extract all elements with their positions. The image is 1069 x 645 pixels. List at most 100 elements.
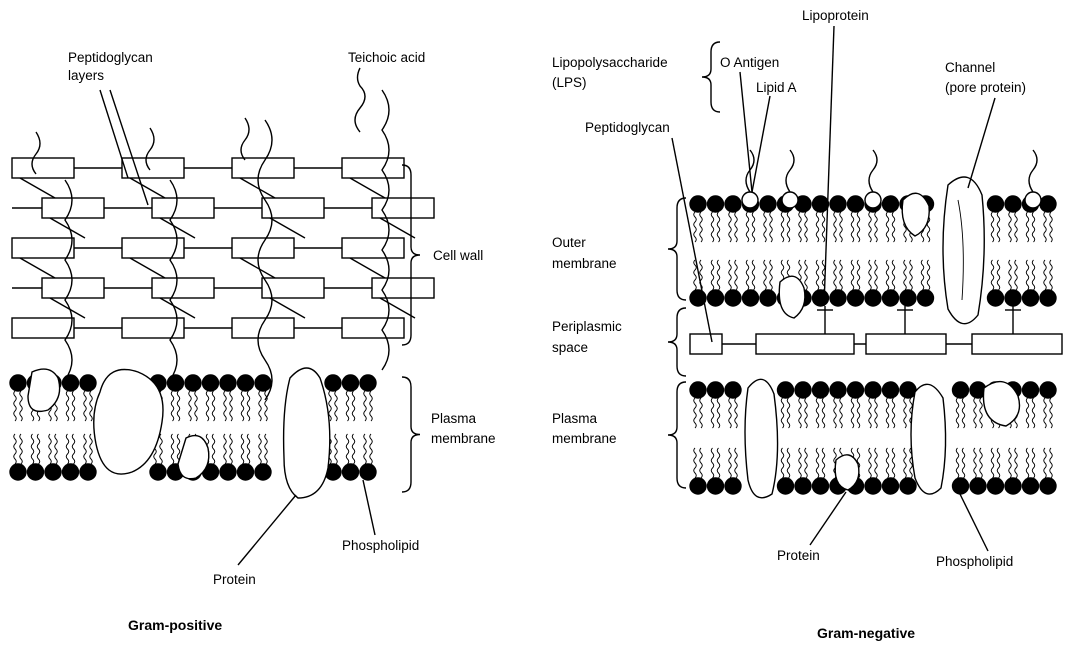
lipid-tail [259,391,262,421]
peptidoglycan-block [12,158,74,178]
lipid-tail [886,260,889,290]
gram-positive-title: Gram-positive [128,617,222,633]
phospholipid-head [1040,478,1056,494]
lipid-tail [770,212,773,242]
lipid-tail [834,260,837,290]
lipid-tail [904,398,907,428]
phospholipid-head [900,290,916,306]
pointer-line [958,490,988,551]
lipid-tail [729,398,732,428]
pointer-line [110,90,148,205]
phospholipid-head [760,196,776,212]
lipid-tail [1009,260,1012,290]
lipid-tail [892,260,895,290]
lipid-tail [991,212,994,242]
lipid-tail [335,391,338,421]
phospholipid-head [1005,478,1021,494]
phospholipid-head [883,478,899,494]
lipid-a-label: Lipid A [756,80,797,95]
lipid-tail [822,448,825,478]
gp-phospholipid-label: Phospholipid [342,538,419,553]
lipid-tail [1050,448,1053,478]
phospholipid-head [970,478,986,494]
brace [668,308,686,376]
lipid-tail [20,434,23,464]
gp-plasma-membrane-label: Plasma [431,411,477,426]
lipid-tail [892,448,895,478]
lipid-tail [346,434,349,464]
peptide-crosslink [20,258,55,278]
diagram-artwork [10,26,1062,565]
lipid-tail [834,398,837,428]
lipid-tail [956,398,959,428]
phospholipid-head [238,375,254,391]
phospholipid-head [220,375,236,391]
phospholipid-head [883,382,899,398]
lipid-tail [997,448,1000,478]
lipid-tail [1044,212,1047,242]
gp-protein-label: Protein [213,572,256,587]
lipid-tail [805,212,808,242]
lipid-tail [694,448,697,478]
phospholipid-head [795,382,811,398]
lipid-tail [1009,448,1012,478]
pointer-line [752,96,770,192]
lipid-a-head [865,192,881,208]
phospholipid-head [238,464,254,480]
periplasmic-peptidoglycan [690,306,1062,354]
gram-negative-labels: Lipoprotein Lipopolysaccharide (LPS) O A… [552,8,1026,641]
phospholipid-head [725,382,741,398]
phospholipid-head [848,290,864,306]
phospholipid-head [10,375,26,391]
phospholipid-head [690,382,706,398]
lipid-tail [171,391,174,421]
lipid-tail [224,434,227,464]
pointer-line [355,68,365,132]
phospholipid-head [203,375,219,391]
phospholipid-head [1005,290,1021,306]
peptide-crosslink [270,218,305,238]
lipid-tail [851,212,854,242]
lipid-tail [1032,260,1035,290]
lipid-tail [335,434,338,464]
lipid-tail [735,260,738,290]
lipid-tail [746,212,749,242]
phospholipid-head [168,375,184,391]
lipid-tail [816,448,819,478]
lipid-tail [991,260,994,290]
pointer-line [740,72,752,192]
peptide-crosslink [130,178,165,198]
peptide-crosslink [50,298,85,318]
phospholipid-head [1023,478,1039,494]
lipid-tail [840,398,843,428]
lipid-tail [66,391,69,421]
lipid-tail [869,448,872,478]
lipid-tail [781,398,784,428]
lipid-tail [980,398,983,428]
phospholipid-head [848,196,864,212]
phospholipid-head [255,464,271,480]
brace [702,42,720,112]
channel-label: Channel [945,60,995,75]
phospholipid-head [988,478,1004,494]
phospholipid-head [988,290,1004,306]
phospholipid-head [743,290,759,306]
peptidoglycan-block [12,318,74,338]
cell-wall-label: Cell wall [433,248,483,263]
lipid-tail [352,434,355,464]
brace [402,377,420,492]
phospholipid-head [830,382,846,398]
peptide-crosslink [160,298,195,318]
phospholipid-head [918,290,934,306]
phospholipid-head [1040,196,1056,212]
lipid-tail [160,434,163,464]
phospholipid-head [150,464,166,480]
lipid-tail [980,448,983,478]
peripheral-protein [779,276,805,318]
channel-label-line2: (pore protein) [945,80,1026,95]
lipid-tail [1015,260,1018,290]
lipid-tail [869,260,872,290]
phospholipid-head [813,478,829,494]
lipid-tail [816,212,819,242]
phospholipid-head [1023,382,1039,398]
